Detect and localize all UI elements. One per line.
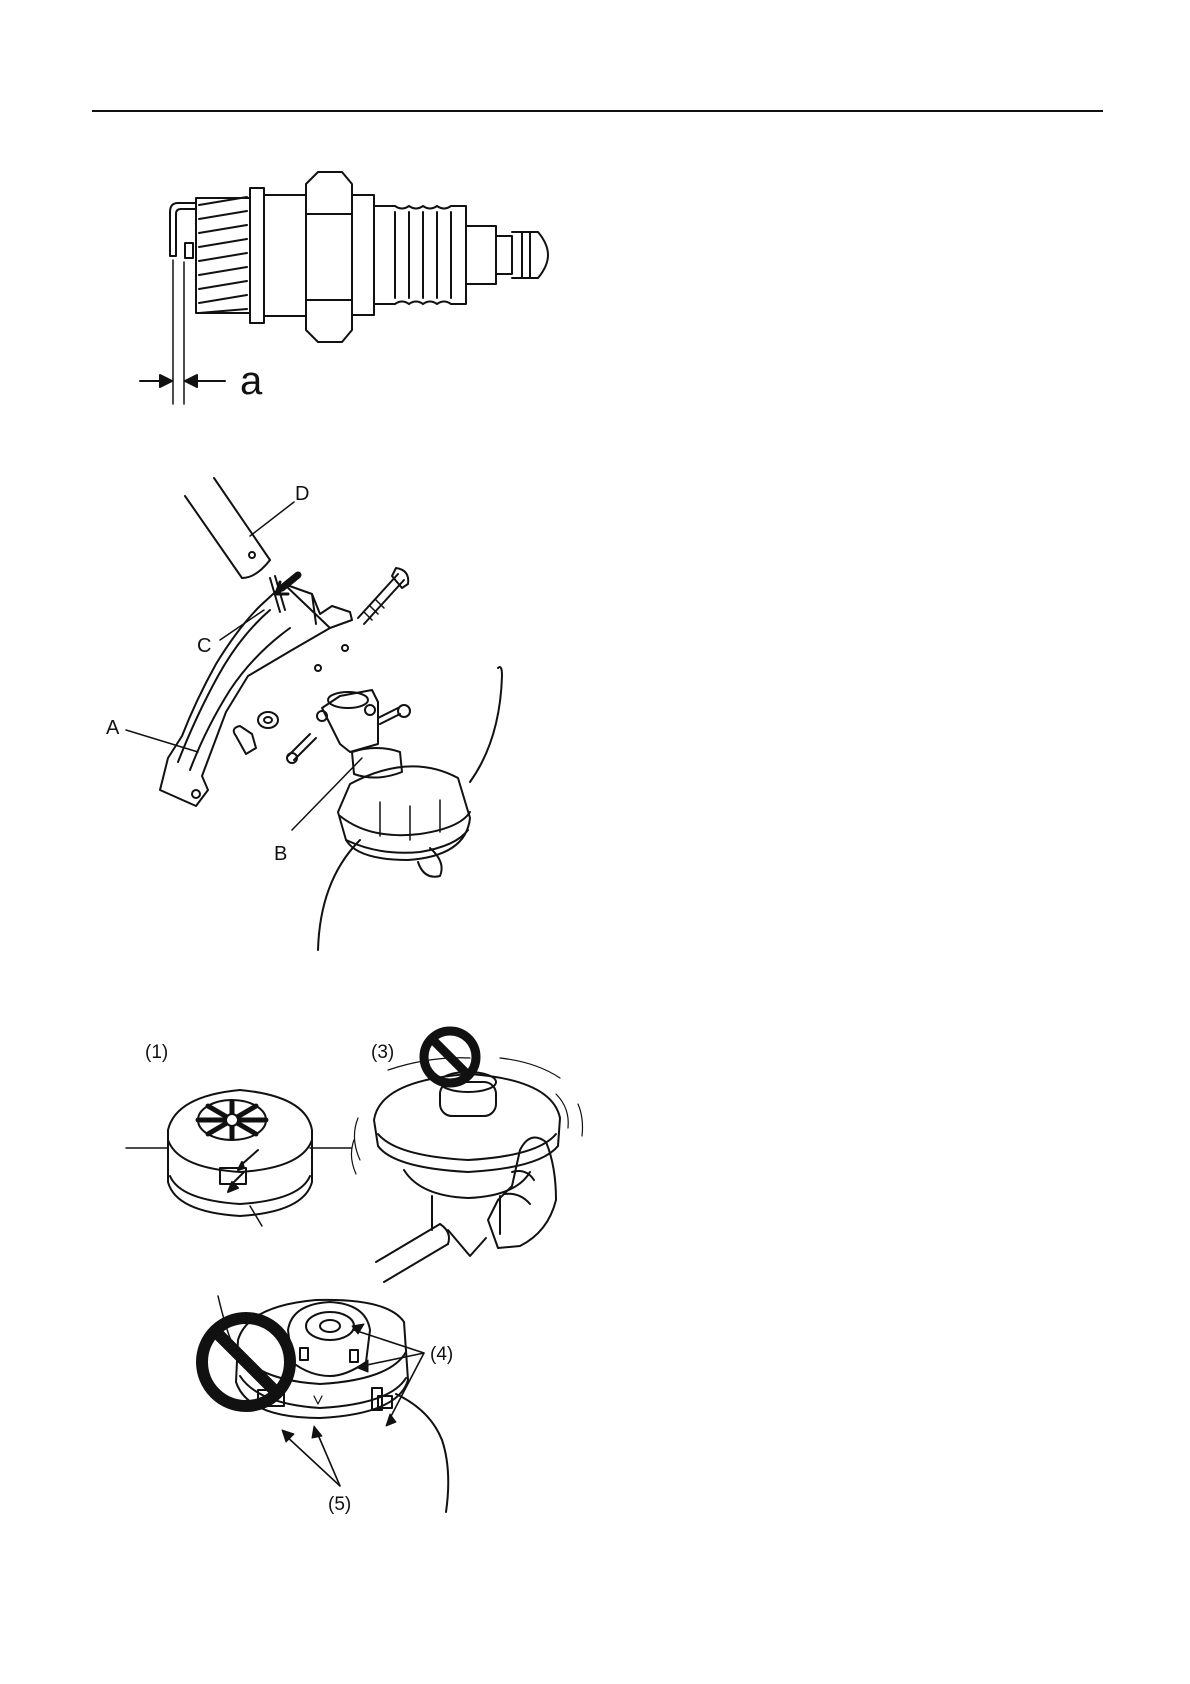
trimmer-head-figure-3 [351, 1058, 582, 1282]
spark-plug-figure [140, 172, 548, 404]
label-3: (3) [371, 1042, 394, 1063]
label-A: A [106, 717, 120, 739]
gap-label: a [240, 359, 263, 403]
leader-C [220, 610, 264, 640]
label-C: C [197, 635, 211, 657]
guard-assembly-figure [160, 478, 502, 950]
label-B: B [274, 843, 287, 865]
label-5: (5) [328, 1494, 351, 1515]
label-D: D [295, 483, 309, 505]
leader-D [250, 502, 294, 536]
trimmer-head-figure-1 [126, 1090, 352, 1226]
label-1: (1) [145, 1042, 168, 1063]
label-4: (4) [430, 1344, 453, 1365]
prohibition-icon [202, 1318, 290, 1406]
leader-B [292, 758, 362, 830]
